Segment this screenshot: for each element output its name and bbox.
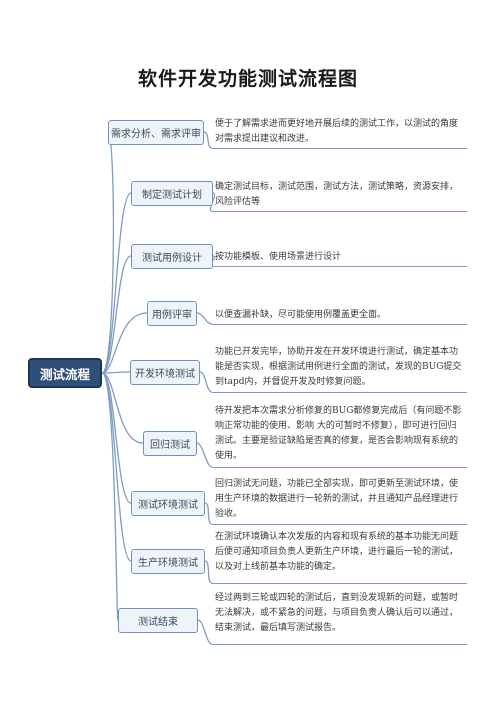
step-node-5: 开发环境测试 <box>130 359 200 385</box>
description-underline <box>212 324 467 325</box>
description-underline <box>212 211 467 212</box>
branch-connector <box>101 312 148 374</box>
diagram-title: 软件开发功能测试流程图 <box>137 68 358 90</box>
step-description-7: 回归测试无问题，功能已全部实现，即可更新至测试环境，使用生产环境的数据进行一轮新… <box>215 479 459 519</box>
step-node-1: 需求分析、需求评审 <box>108 119 204 145</box>
description-connector <box>197 619 213 645</box>
step-description-8: 在测试环境确认本次发版的内容和现有系统的基本功能无问题后便可通知项目负责人更新生… <box>215 532 459 572</box>
description-connector <box>203 131 213 149</box>
step-node-6: 回归测试 <box>143 430 197 456</box>
description-connector <box>204 560 213 584</box>
description-connector <box>204 502 213 525</box>
step-node-2: 制定测试计划 <box>131 180 213 206</box>
description-underline <box>212 467 467 468</box>
step-node-3: 测试用例设计 <box>131 243 213 269</box>
step-description-2: 确定测试目标，测试范围，测试方法，测试策略，资源安排，风险评估等 <box>215 182 459 207</box>
branch-connector <box>101 255 132 374</box>
step-description-1: 便于了解需求进而更好地开展后续的测试工作，以测试的角度对需求提出建议和改进。 <box>215 119 459 144</box>
branch-connector <box>101 371 131 374</box>
description-underline <box>212 392 467 393</box>
description-connector <box>196 312 213 325</box>
root-node: 测试流程 <box>28 358 102 388</box>
step-description-6: 待开发把本次需求分析修复的BUG都修复完成后（有问题不影响正常功能的使用、影响 … <box>215 406 462 461</box>
step-node-4: 用例评审 <box>147 300 197 326</box>
description-underline <box>212 266 467 267</box>
step-description-4: 以便查漏补缺，尽可能使用例覆盖更全面。 <box>215 310 387 320</box>
step-node-8: 生产环境测试 <box>131 548 205 574</box>
description-underline <box>212 583 467 584</box>
step-node-9: 测试结束 <box>118 607 198 633</box>
branch-connector <box>101 372 132 504</box>
branch-connector <box>101 192 132 374</box>
step-description-5: 功能已开发完毕，协助开发在开发环境进行测试，确定基本功能是否实现，根据测试用例进… <box>215 347 462 387</box>
description-connector <box>196 442 213 468</box>
branch-connector <box>101 372 132 562</box>
description-underline <box>212 148 467 149</box>
description-underline <box>212 524 467 525</box>
step-node-7: 测试环境测试 <box>131 490 205 516</box>
branch-connector <box>101 372 144 444</box>
step-description-3: 按功能模板、使用场景进行设计 <box>215 252 342 262</box>
description-connector <box>199 371 213 393</box>
branch-connector <box>101 372 119 621</box>
step-description-9: 经过两到三轮或四轮的测试后，直到没发现新的问题，或暂时无法解决，或不紧急的问题，… <box>215 593 459 633</box>
description-underline <box>212 644 467 645</box>
